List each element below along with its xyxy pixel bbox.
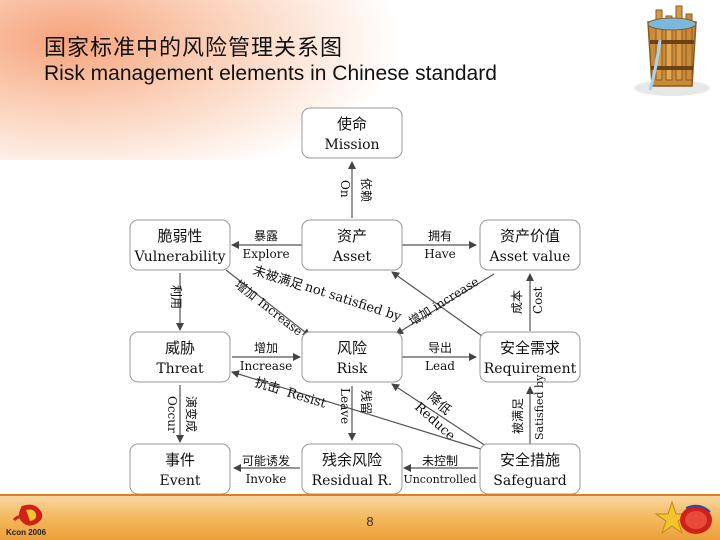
label-leave-en: Leave: [338, 388, 352, 424]
svg-text:Risk: Risk: [337, 361, 368, 377]
star-emblem-logo: [654, 500, 712, 535]
svg-text:Asset value: Asset value: [489, 249, 571, 265]
node-risk: 风险 Risk: [301, 331, 403, 383]
footer-bar: [0, 494, 720, 540]
label-lead-zh: 导出: [428, 341, 452, 355]
svg-text:残余风险: 残余风险: [322, 451, 382, 469]
page-title-english: Risk management elements in Chinese stan…: [44, 62, 497, 85]
svg-text:Threat: Threat: [156, 361, 204, 377]
svg-text:Mission: Mission: [324, 137, 379, 153]
label-exploit-zh: 利用: [169, 285, 183, 309]
node-asset: 资产 Asset: [301, 219, 403, 271]
label-on-zh: 依赖: [359, 178, 374, 202]
kcon-logo: [12, 504, 43, 526]
label-cost-zh: 成本: [510, 290, 524, 314]
label-resist-en: Resist: [285, 385, 329, 411]
page-title-chinese: 国家标准中的风险管理关系图: [44, 36, 344, 61]
label-increase-vuln-en: Increase: [255, 295, 305, 338]
node-asset-value: 资产价值 Asset value: [479, 219, 581, 271]
label-increase-threat-zh: 增加: [254, 341, 278, 355]
svg-text:Residual R.: Residual R.: [312, 473, 393, 489]
svg-text:威胁: 威胁: [165, 339, 195, 357]
edge-requirement-asset: [391, 271, 483, 337]
label-explore-zh: 暴露: [254, 229, 278, 243]
footer-divider: [0, 494, 720, 496]
label-uncontrolled-zh: 未控制: [422, 454, 458, 468]
label-satisfied-zh: 被满足: [511, 398, 525, 434]
node-vulnerability: 脆弱性 Vulnerability: [129, 219, 231, 271]
node-event: 事件 Event: [129, 443, 231, 495]
label-not-satisfied-en: not satisfied by: [303, 280, 404, 326]
label-not-satisfied-zh: 未被满足: [251, 264, 305, 294]
label-on-en: On: [338, 180, 352, 198]
svg-text:Requirement: Requirement: [484, 361, 577, 377]
node-requirement: 安全需求 Requirement: [479, 331, 581, 383]
node-threat: 威胁 Threat: [129, 331, 231, 383]
svg-text:脆弱性: 脆弱性: [157, 227, 202, 245]
svg-text:事件: 事件: [165, 451, 195, 469]
label-increase-threat-en: Increase: [240, 359, 292, 373]
edge-safeguard-risk: [391, 383, 487, 447]
barrel-logo: [620, 0, 720, 100]
svg-text:Asset: Asset: [332, 249, 372, 265]
svg-text:Safeguard: Safeguard: [493, 473, 566, 489]
kcon-logo-text: Kcon 2006: [6, 528, 47, 537]
page-number: 8: [366, 514, 374, 529]
svg-text:资产: 资产: [337, 227, 367, 245]
label-increase-value-en: increase: [430, 274, 481, 313]
label-explore-en: Explore: [242, 247, 289, 261]
svg-text:安全措施: 安全措施: [500, 451, 560, 469]
edge-vulnerability-risk: [225, 269, 311, 337]
node-mission: 使命 Mission: [301, 107, 403, 159]
label-invoke-zh: 可能诱发: [242, 453, 290, 468]
label-cost-en: Cost: [531, 286, 545, 314]
edge-safeguard-threat: [231, 370, 485, 451]
label-resist-zh: 抗击: [253, 375, 282, 397]
svg-text:使命: 使命: [337, 115, 367, 133]
label-uncontrolled-en: Uncontrolled: [403, 473, 476, 486]
svg-text:风险: 风险: [337, 339, 367, 357]
label-lead-en: Lead: [425, 359, 455, 373]
edge-assetvalue-risk: [395, 273, 495, 335]
label-leave-zh: 残留: [359, 390, 373, 414]
svg-text:安全需求: 安全需求: [500, 339, 560, 357]
node-safeguard: 安全措施 Safeguard: [479, 443, 581, 495]
label-occur-zh: 演变成: [184, 396, 199, 432]
node-residual-risk: 残余风险 Residual R.: [301, 443, 403, 495]
label-invoke-en: Invoke: [246, 472, 287, 486]
label-have-zh: 拥有: [428, 229, 452, 243]
label-have-en: Have: [424, 247, 456, 261]
label-increase-value-zh: 增加: [406, 304, 434, 329]
svg-text:Event: Event: [159, 473, 200, 489]
label-increase-vuln-zh: 增加: [232, 277, 260, 303]
label-satisfied-en: Satisfied by: [533, 374, 546, 440]
svg-text:Vulnerability: Vulnerability: [134, 249, 226, 265]
label-occur-en: Occur: [165, 396, 179, 433]
svg-text:资产价值: 资产价值: [500, 227, 560, 245]
